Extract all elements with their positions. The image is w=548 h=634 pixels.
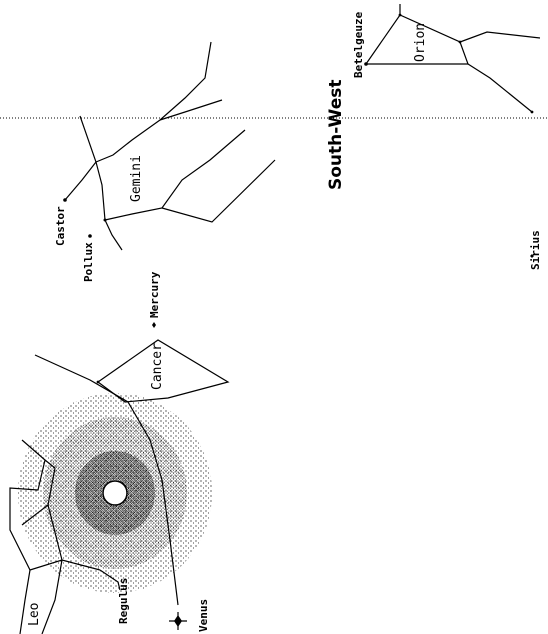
gemini-label: Gemini — [129, 155, 144, 202]
direction-label: South-West — [326, 80, 346, 190]
regulus-label: Regulus — [117, 578, 130, 624]
gemini-figure — [63, 41, 276, 251]
moon — [102, 480, 128, 506]
sirius-marker — [530, 254, 534, 258]
cancer-label: Cancer — [150, 343, 165, 390]
venus-label: Venus — [197, 599, 210, 632]
leo-label: Leo — [27, 603, 42, 626]
orion-figure — [364, 4, 541, 114]
castor-label: Castor — [54, 206, 67, 246]
sirius-label: Sirius — [529, 230, 542, 270]
venus-marker — [169, 612, 187, 630]
ecliptic-line — [34, 354, 179, 606]
leo-figure — [9, 439, 121, 634]
mercury-label: Mercury — [148, 271, 161, 318]
cancer-figure — [96, 339, 230, 403]
betelgeuze-label: Betelgeuze — [352, 11, 365, 78]
mercury-marker — [152, 322, 156, 328]
orion-label: Orion — [413, 23, 428, 62]
pollux-label: Pollux — [82, 242, 95, 282]
